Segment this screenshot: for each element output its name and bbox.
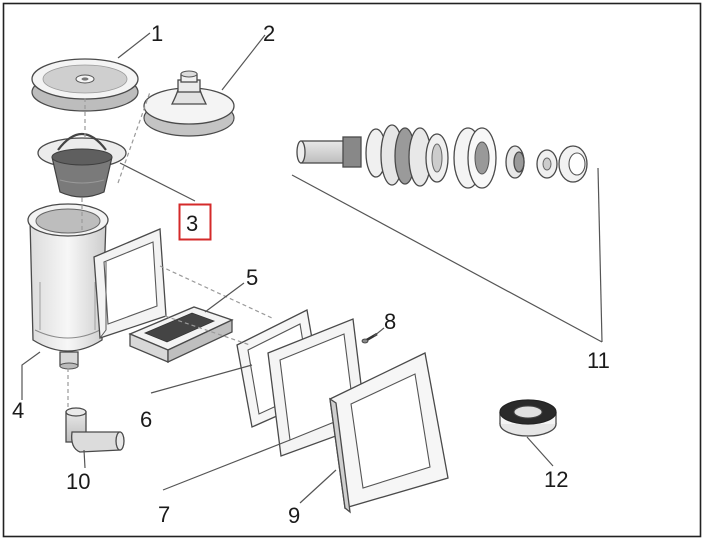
label-3: 3 [186,211,198,236]
label-2: 2 [263,21,275,46]
label-8: 8 [384,309,396,334]
part-skimmer-body [27,203,167,370]
part-skimmer-basket [37,133,127,198]
part-skimmer-lid [31,58,139,112]
part-weir [128,306,234,364]
label-12: 12 [544,467,568,492]
label-9: 9 [288,503,300,528]
part-face-cover [329,352,449,514]
label-11: 11 [587,348,610,373]
highlight-box [178,203,212,241]
part-thread-tape [499,399,557,437]
assembly-guides [67,91,273,410]
part-fittings-assembly [296,124,588,189]
label-5: 5 [246,265,258,290]
part-labels: 1 2 3 4 5 6 7 8 9 10 11 12 [12,21,610,528]
label-6: 6 [140,407,152,432]
label-1: 1 [151,21,163,46]
part-elbow [65,407,125,453]
part-vacuum-plate [143,70,235,137]
label-7: 7 [158,502,170,527]
label-4: 4 [12,398,24,423]
leader-lines [21,32,603,504]
label-10: 10 [66,469,90,494]
